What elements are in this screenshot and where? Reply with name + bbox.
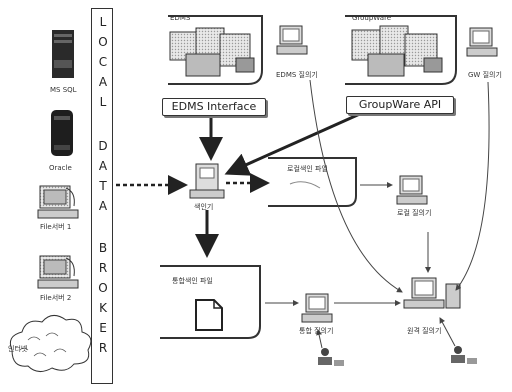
oracle-label: Oracle <box>49 164 72 172</box>
indexer-pc-icon <box>190 164 224 198</box>
broker-letter: E <box>92 321 114 335</box>
groupware-cluster-icon <box>352 26 442 76</box>
broker-letter: O <box>92 281 114 295</box>
unified-index-doc-icon <box>196 300 222 330</box>
groupware-label: GroupWare <box>352 14 391 22</box>
local-index-file-label: 로컬색인 파일 <box>287 164 328 174</box>
local-searcher-pc-icon <box>397 176 427 204</box>
edms-label: EDMS <box>170 14 190 22</box>
groupware-api-box: GroupWare API <box>346 96 454 114</box>
edms-cluster-icon <box>170 28 254 76</box>
broker-letter: K <box>92 301 114 315</box>
fileserver2-icon <box>38 256 78 288</box>
mssql-server-icon <box>52 30 74 78</box>
local-searcher-label: 로컬 질의기 <box>397 208 431 218</box>
edms-searcher-label: EDMS 질의기 <box>276 70 318 80</box>
user2-to-remote-arrow <box>440 318 455 346</box>
broker-letter: C <box>92 55 114 69</box>
broker-letter: L <box>92 95 114 109</box>
edms-searcher-pc-icon <box>277 26 307 54</box>
remote-searcher-pc-icon <box>404 278 460 308</box>
fileserver2-label: File서버 2 <box>40 293 71 303</box>
gw-searcher-label: GW 질의기 <box>468 70 502 80</box>
unified-searcher-pc-icon <box>302 294 332 322</box>
broker-letter: A <box>92 199 114 213</box>
user-icon-2 <box>451 346 477 364</box>
edms-interface-box: EDMS Interface <box>162 98 266 116</box>
broker-letter: L <box>92 15 114 29</box>
broker-letter: R <box>92 261 114 275</box>
indexer-label: 색인기 <box>194 202 213 212</box>
unified-index-file-label: 통합색인 파일 <box>172 276 213 286</box>
broker-letter: A <box>92 75 114 89</box>
gw-searcher-pc-icon <box>467 28 497 56</box>
broker-letter: D <box>92 139 114 153</box>
broker-letter: T <box>92 179 114 193</box>
fileserver1-label: File서버 1 <box>40 222 71 232</box>
broker-letter: B <box>92 241 114 255</box>
oracle-server-icon <box>51 110 73 156</box>
mssql-label: MS SQL <box>50 86 77 94</box>
fileserver1-icon <box>38 186 78 218</box>
broker-letter: A <box>92 159 114 173</box>
broker-letter: R <box>92 341 114 355</box>
user-icon-1 <box>318 348 344 366</box>
remote-searcher-label: 원격 질의기 <box>407 326 441 336</box>
internet-label: 인터넷 <box>8 344 27 354</box>
local-index-doc-icon <box>290 182 320 188</box>
gw-searcher-to-remote-arrow <box>456 82 489 290</box>
broker-letter: O <box>92 35 114 49</box>
unified-searcher-label: 통합 질의기 <box>299 326 333 336</box>
